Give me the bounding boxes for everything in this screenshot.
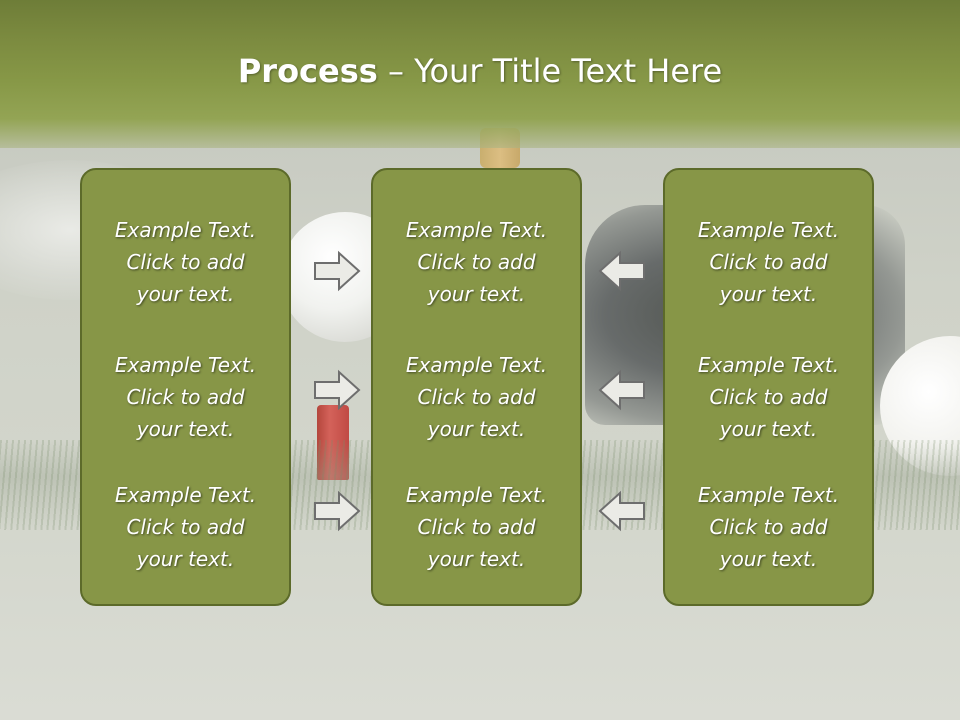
panel-center-text-1[interactable]: Example Text. Click to add your text.: [373, 214, 580, 310]
panel-left[interactable]: Example Text. Click to add your text. Ex…: [80, 168, 291, 606]
text-line: Click to add: [126, 385, 245, 409]
text-line: your text.: [427, 282, 526, 306]
panel-left-text-2[interactable]: Example Text. Click to add your text.: [82, 349, 289, 445]
text-line: your text.: [136, 282, 235, 306]
title-bar: [0, 0, 960, 148]
text-line: your text.: [136, 417, 235, 441]
text-line: your text.: [719, 282, 818, 306]
slide-title[interactable]: Process – Your Title Text Here: [0, 52, 960, 90]
arrow-left-icon[interactable]: [597, 490, 647, 532]
panel-left-text-3[interactable]: Example Text. Click to add your text.: [82, 479, 289, 575]
panel-right-text-2[interactable]: Example Text. Click to add your text.: [665, 349, 872, 445]
text-line: your text.: [136, 547, 235, 571]
arrow-left-icon[interactable]: [597, 369, 647, 411]
panel-right-text-3[interactable]: Example Text. Click to add your text.: [665, 479, 872, 575]
background-golf-ball-right: [880, 336, 960, 476]
panel-center-text-3[interactable]: Example Text. Click to add your text.: [373, 479, 580, 575]
panel-left-text-1[interactable]: Example Text. Click to add your text.: [82, 214, 289, 310]
text-line: Click to add: [126, 250, 245, 274]
text-line: Example Text.: [697, 353, 840, 377]
panel-right[interactable]: Example Text. Click to add your text. Ex…: [663, 168, 874, 606]
text-line: Example Text.: [114, 353, 257, 377]
arrow-right-icon[interactable]: [312, 369, 362, 411]
text-line: your text.: [719, 417, 818, 441]
text-line: Click to add: [417, 250, 536, 274]
text-line: Example Text.: [697, 483, 840, 507]
text-line: Click to add: [417, 385, 536, 409]
text-line: Example Text.: [405, 353, 548, 377]
text-line: Example Text.: [114, 483, 257, 507]
text-line: your text.: [719, 547, 818, 571]
arrow-right-icon[interactable]: [312, 250, 362, 292]
text-line: your text.: [427, 417, 526, 441]
arrow-right-icon[interactable]: [312, 490, 362, 532]
text-line: Example Text.: [405, 218, 548, 242]
text-line: Click to add: [709, 385, 828, 409]
panel-center-text-2[interactable]: Example Text. Click to add your text.: [373, 349, 580, 445]
text-line: Click to add: [709, 515, 828, 539]
text-line: Click to add: [709, 250, 828, 274]
arrow-left-icon[interactable]: [597, 250, 647, 292]
text-line: Click to add: [126, 515, 245, 539]
title-rest-part: – Your Title Text Here: [377, 52, 723, 90]
text-line: your text.: [427, 547, 526, 571]
text-line: Example Text.: [114, 218, 257, 242]
panel-center[interactable]: Example Text. Click to add your text. Ex…: [371, 168, 582, 606]
text-line: Click to add: [417, 515, 536, 539]
title-bold-part: Process: [237, 52, 378, 90]
text-line: Example Text.: [405, 483, 548, 507]
background-golf-tee: [317, 405, 349, 480]
panel-right-text-1[interactable]: Example Text. Click to add your text.: [665, 214, 872, 310]
text-line: Example Text.: [697, 218, 840, 242]
